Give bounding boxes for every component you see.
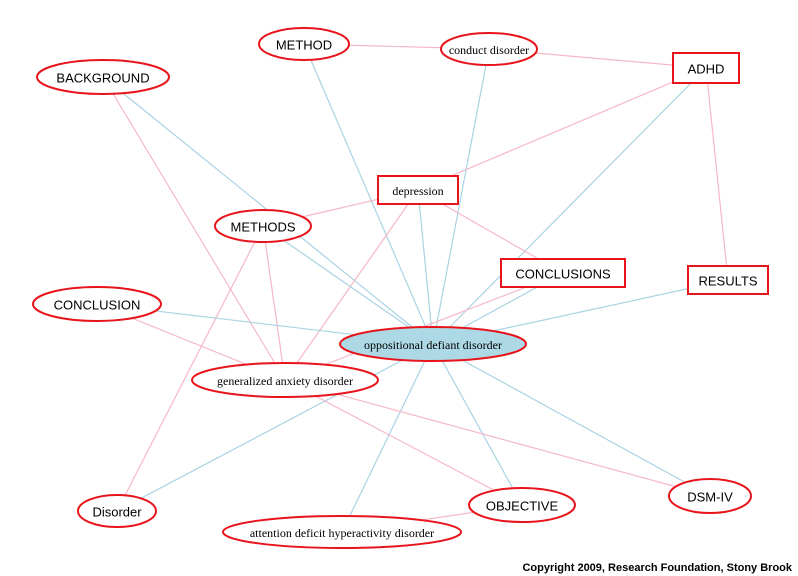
node-ellipse	[214, 209, 312, 243]
node-depression[interactable]: depression	[377, 175, 459, 205]
node-label: generalized anxiety disorder	[217, 374, 353, 388]
node-dsm[interactable]: DSM-IV	[668, 478, 752, 514]
node-ellipse	[258, 27, 350, 61]
node-label: Disorder	[92, 505, 142, 520]
edges-layer	[96, 43, 729, 533]
node-label: DSM-IV	[687, 490, 733, 505]
edge-odd-attention	[341, 343, 434, 533]
node-results[interactable]: RESULTS	[687, 265, 769, 295]
node-label: ADHD	[688, 62, 725, 77]
node-methods[interactable]: METHODS	[214, 209, 312, 243]
node-label: CONCLUSIONS	[515, 267, 611, 282]
node-background[interactable]: BACKGROUND	[36, 59, 170, 95]
edge-gad-objective	[284, 379, 523, 506]
edge-background-gad	[102, 76, 286, 381]
node-attention[interactable]: attention deficit hyperactivity disorder	[222, 515, 462, 549]
edge-odd-objective	[432, 343, 523, 506]
edge-adhd-odd	[432, 67, 707, 345]
edge-methods-odd	[262, 225, 434, 345]
node-method[interactable]: METHOD	[258, 27, 350, 61]
edge-methods-gad	[262, 225, 286, 381]
node-ellipse	[36, 59, 170, 95]
node-ellipse	[668, 478, 752, 514]
node-conclusion[interactable]: CONCLUSION	[32, 286, 162, 322]
edge-method-odd	[303, 43, 434, 345]
edge-methods-disorder	[116, 225, 264, 512]
edge-adhd-results	[705, 67, 729, 281]
node-gad[interactable]: generalized anxiety disorder	[191, 362, 379, 398]
node-ellipse	[440, 32, 538, 66]
node-odd[interactable]: oppositional defiant disorder	[339, 326, 527, 362]
node-box	[687, 265, 769, 295]
node-adhd[interactable]: ADHD	[672, 52, 740, 84]
node-label: METHODS	[231, 220, 296, 235]
node-conduct[interactable]: conduct disorder	[440, 32, 538, 66]
node-ellipse	[339, 326, 527, 362]
node-label: attention deficit hyperactivity disorder	[250, 526, 434, 540]
node-disorder[interactable]: Disorder	[77, 494, 157, 528]
node-ellipse	[468, 487, 576, 523]
node-label: depression	[392, 184, 443, 198]
node-ellipse	[32, 286, 162, 322]
node-label: CONCLUSION	[54, 298, 141, 313]
node-label: BACKGROUND	[56, 71, 149, 86]
edge-adhd-depression	[417, 67, 707, 191]
node-conclusions[interactable]: CONCLUSIONS	[500, 258, 626, 288]
edge-gad-dsm	[284, 379, 711, 497]
edge-odd-dsm	[432, 343, 711, 497]
edge-conduct-odd	[432, 48, 490, 345]
node-label: METHOD	[276, 38, 332, 53]
edge-depression-gad	[284, 189, 419, 381]
edge-depression-odd	[417, 189, 434, 345]
node-ellipse	[191, 362, 379, 398]
node-ellipse	[77, 494, 157, 528]
node-box	[672, 52, 740, 84]
node-box	[377, 175, 459, 205]
node-box	[500, 258, 626, 288]
node-objective[interactable]: OBJECTIVE	[468, 487, 576, 523]
edge-odd-disorder	[116, 343, 434, 512]
node-label: oppositional defiant disorder	[364, 338, 502, 352]
node-ellipse	[222, 515, 462, 549]
node-label: conduct disorder	[449, 43, 529, 57]
node-label: OBJECTIVE	[486, 499, 559, 514]
copyright-notice: Copyright 2009, Research Foundation, Sto…	[522, 562, 792, 574]
node-label: RESULTS	[699, 274, 758, 289]
